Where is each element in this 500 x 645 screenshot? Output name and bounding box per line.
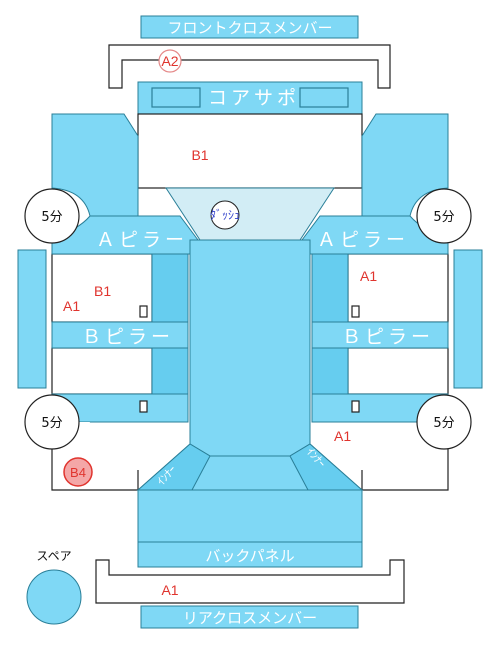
dash-panel[interactable] (165, 187, 335, 241)
rear-bumper-outline (95, 559, 405, 604)
a1-right-mark: A1 (360, 268, 377, 284)
rear-left-tire-label: 5分 (41, 416, 62, 431)
left-rear-door-hinge-mark (139, 400, 148, 413)
right-rear-door-area (347, 347, 449, 395)
core-support-right-box (299, 87, 349, 108)
front-cross-member-panel[interactable] (140, 15, 359, 39)
rear-right-tire-label: 5分 (433, 416, 454, 431)
right-front-door-hinge-mark (351, 305, 360, 318)
b1-left-mark: B1 (94, 283, 111, 299)
rear-cross-member-label: リアクロスメンバー (183, 609, 317, 627)
b4-mark-circle (63, 457, 93, 487)
left-rear-quarter-outline (51, 422, 139, 491)
left-front-fender[interactable] (51, 113, 139, 217)
front-cross-member-label: フロントクロスメンバー (167, 19, 332, 37)
back-panel[interactable] (137, 541, 363, 568)
a1-bottom-mark: A1 (161, 582, 178, 598)
front-bumper-outline (108, 44, 391, 89)
spare-label: スペア (36, 549, 71, 563)
a2-mark-circle (158, 49, 182, 73)
front-left-tire[interactable] (24, 188, 80, 244)
left-a-pillar-label: Ａピラー (96, 229, 188, 251)
core-support-label: コアサポ (208, 87, 300, 109)
left-side-sill[interactable] (17, 249, 47, 389)
rear-left-tire[interactable] (24, 394, 80, 450)
right-front-door-area (347, 253, 449, 323)
right-rear-quarter-outline (361, 422, 449, 491)
b1-top-mark: B1 (191, 147, 208, 163)
right-side-sill[interactable] (453, 249, 483, 389)
b4-mark: B4 (70, 465, 86, 480)
dash-panel-label: ﾀﾞｯｼｭ (210, 208, 240, 222)
a1-right-lower-mark: A1 (334, 428, 351, 444)
right-b-pillar[interactable] (311, 321, 449, 349)
left-b-pillar-label: Ｂピラー (82, 326, 174, 348)
core-support-left-box (151, 87, 201, 108)
rear-cross-member-panel[interactable] (140, 605, 359, 629)
back-panel-label: バックパネル (205, 547, 294, 565)
rear-right-tire[interactable] (416, 394, 472, 450)
a1-left-mark: A1 (63, 298, 80, 314)
right-a-pillar-label: Ａピラー (317, 229, 409, 251)
right-rear-door-hinge-mark (351, 400, 360, 413)
left-b-pillar[interactable] (51, 321, 189, 349)
left-front-door-hinge-mark (139, 305, 148, 318)
left-rear-door-area (51, 347, 153, 395)
dash-mark-circle (210, 200, 240, 230)
engine-bay (137, 113, 363, 189)
a2-mark: A2 (161, 53, 178, 69)
front-left-tire-label: 5分 (41, 210, 62, 225)
front-right-tire-label: 5分 (433, 210, 454, 225)
right-b-pillar-label: Ｂピラー (342, 326, 434, 348)
trunk-floor[interactable] (137, 489, 363, 543)
roof-panel[interactable] (189, 239, 311, 457)
front-right-tire[interactable] (416, 188, 472, 244)
spare-tire[interactable] (26, 569, 82, 625)
